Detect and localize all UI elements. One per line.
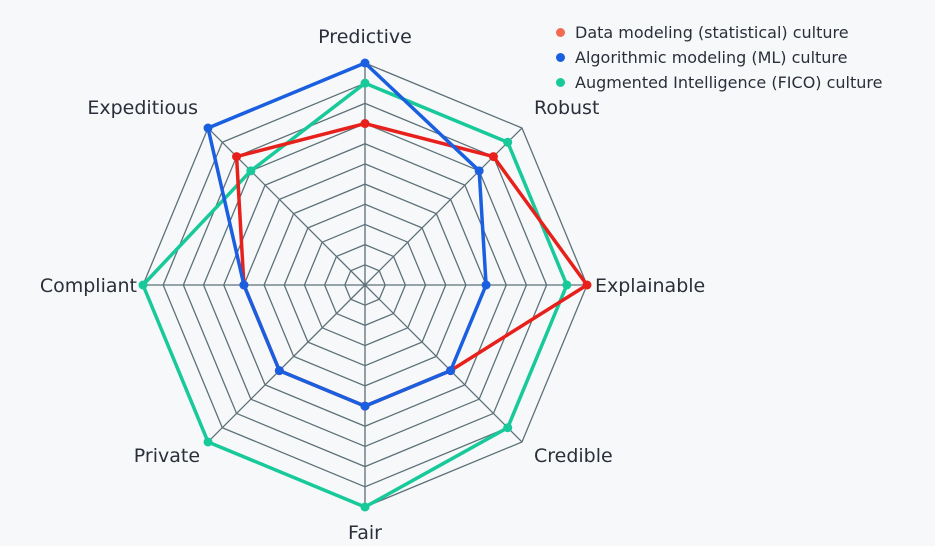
data-point[interactable] — [360, 502, 370, 512]
data-point[interactable] — [203, 123, 213, 133]
data-point[interactable] — [232, 152, 242, 162]
radar-series — [138, 58, 592, 512]
series-1 — [203, 58, 491, 411]
data-point[interactable] — [503, 423, 513, 433]
grid-spoke — [364, 284, 523, 443]
data-point[interactable] — [488, 152, 498, 162]
axis-label-compliant: Compliant — [40, 275, 137, 297]
data-point[interactable] — [203, 437, 213, 447]
data-point[interactable] — [360, 401, 370, 411]
data-point[interactable] — [360, 78, 370, 88]
legend-label: Algorithmic modeling (ML) culture — [575, 48, 848, 67]
data-point[interactable] — [446, 366, 456, 376]
legend-marker-icon — [556, 78, 565, 87]
data-point[interactable] — [481, 280, 491, 290]
axis-label-predictive: Predictive — [318, 26, 412, 48]
axis-label-explainable: Explainable — [595, 275, 705, 297]
legend-marker-icon — [556, 28, 565, 37]
grid-spoke — [207, 284, 366, 443]
data-point[interactable] — [562, 280, 572, 290]
data-point[interactable] — [360, 119, 370, 129]
axis-label-credible: Credible — [534, 445, 613, 467]
axis-label-private: Private — [134, 445, 200, 467]
data-point[interactable] — [474, 166, 484, 176]
data-point[interactable] — [360, 58, 370, 68]
axis-label-fair: Fair — [348, 522, 382, 544]
data-point[interactable] — [503, 137, 513, 147]
legend-label: Augmented Intelligence (FICO) culture — [575, 73, 883, 92]
data-point[interactable] — [274, 366, 284, 376]
legend-marker-icon — [556, 53, 565, 62]
data-point[interactable] — [582, 280, 592, 290]
legend: Data modeling (statistical) culture Algo… — [556, 20, 882, 95]
data-point[interactable] — [246, 166, 256, 176]
legend-item-data-modeling[interactable]: Data modeling (statistical) culture — [556, 20, 882, 45]
legend-label: Data modeling (statistical) culture — [575, 23, 849, 42]
grid-spoke — [207, 127, 366, 286]
data-point[interactable] — [239, 280, 249, 290]
legend-item-algorithmic-modeling[interactable]: Algorithmic modeling (ML) culture — [556, 45, 882, 70]
legend-item-augmented-intelligence[interactable]: Augmented Intelligence (FICO) culture — [556, 70, 882, 95]
grid-spoke — [364, 127, 523, 286]
axis-label-robust: Robust — [534, 97, 599, 119]
series-2 — [138, 78, 572, 512]
axis-label-expeditious: Expeditious — [87, 97, 198, 119]
data-point[interactable] — [138, 280, 148, 290]
